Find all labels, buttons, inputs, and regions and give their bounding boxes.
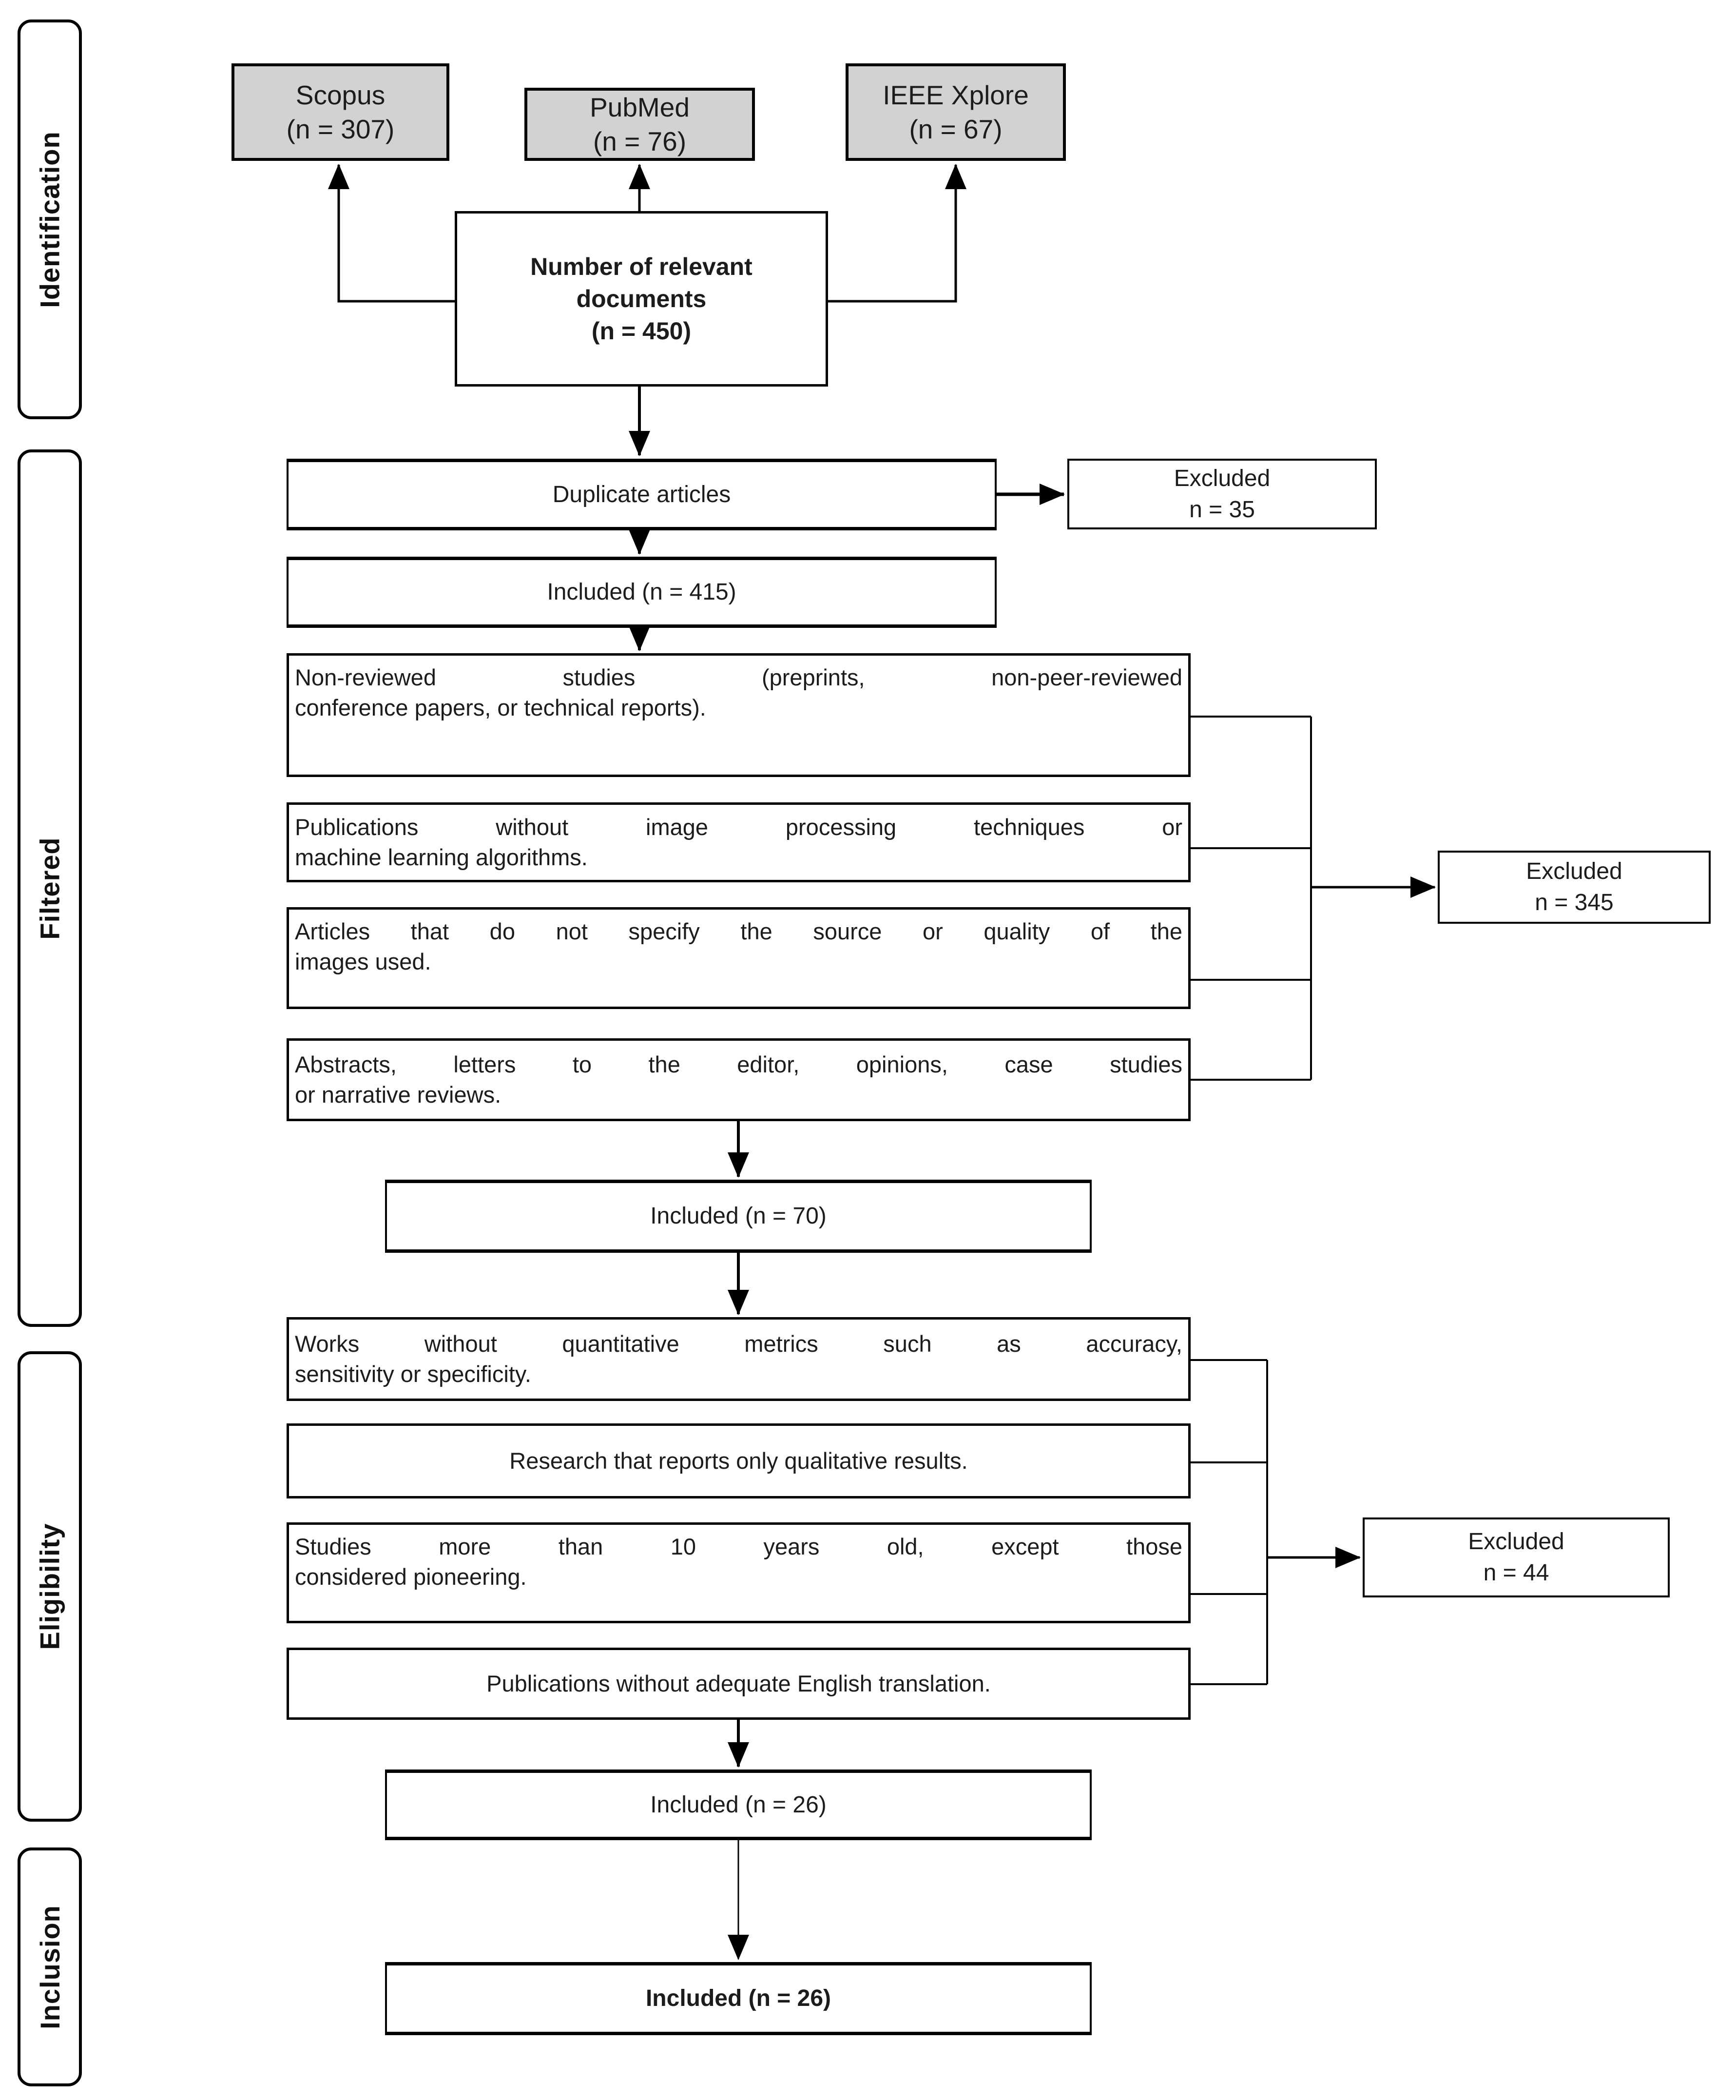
criteria-qualitative-line1: Research that reports only qualitative r… [509, 1448, 968, 1474]
relevant-docs-line1: Number of relevant [530, 253, 752, 280]
excluded-box-duplicates-title: Excluded [1174, 465, 1271, 491]
criteria-metrics-line2: sensitivity or specificity. [295, 1361, 531, 1387]
criteria-box-works-without-metrics: Works without quantitative metrics such … [287, 1317, 1191, 1401]
criteria-old-studies-line1: Studies more than 10 years old, except t… [295, 1534, 1182, 1559]
flow-box-included-415: Included (n = 415) [287, 557, 997, 628]
flow-box-included-26-label: Included (n = 26) [650, 1791, 827, 1818]
criteria-abstracts-line1: Abstracts, letters to the editor, opinio… [295, 1051, 1182, 1077]
stage-filtered-label: Filtered [34, 836, 65, 940]
criteria-abstracts-line2: or narrative reviews. [295, 1082, 502, 1108]
criteria-box-abstracts-letters: Abstracts, letters to the editor, opinio… [287, 1038, 1191, 1121]
criteria-image-processing-line2: machine learning algorithms. [295, 844, 588, 870]
arrow-docs-to-ieee [828, 164, 966, 303]
source-box-pubmed-count: (n = 76) [593, 126, 687, 156]
source-box-pubmed: PubMed (n = 76) [524, 88, 755, 161]
criteria-box-qualitative-only: Research that reports only qualitative r… [287, 1423, 1191, 1498]
flow-box-duplicate-articles-label: Duplicate articles [552, 481, 731, 507]
flow-box-number-of-relevant-documents: Number of relevant documents (n = 450) [455, 211, 828, 387]
flow-box-included-26: Included (n = 26) [385, 1769, 1092, 1840]
stage-eligibility: Eligibility [18, 1351, 82, 1822]
criteria-translation-line1: Publications without adequate English tr… [486, 1671, 991, 1696]
source-box-ieee-xplore-count: (n = 67) [909, 114, 1003, 144]
criteria-box-studies-older-10-years: Studies more than 10 years old, except t… [287, 1522, 1191, 1623]
criteria-box-publications-without-image-processing: Publications without image processing te… [287, 802, 1191, 882]
excluded-box-eligibility-count: n = 44 [1483, 1560, 1549, 1586]
flow-box-included-415-label: Included (n = 415) [547, 579, 736, 605]
stage-filtered: Filtered [18, 449, 82, 1327]
criteria-non-reviewed-line2: conference papers, or technical reports)… [295, 695, 706, 720]
criteria-old-studies-line2: considered pioneering. [295, 1564, 527, 1590]
excluded-box-filtered-title: Excluded [1526, 858, 1622, 884]
source-box-pubmed-name: PubMed [590, 92, 690, 122]
criteria-image-processing-line1: Publications without image processing te… [295, 814, 1182, 840]
arrow-docs-to-scopus [328, 164, 455, 303]
excluded-box-filtered: Excluded n = 345 [1438, 851, 1711, 924]
excluded-box-duplicates-count: n = 35 [1189, 496, 1255, 523]
source-box-scopus-name: Scopus [295, 80, 386, 110]
flow-box-duplicate-articles: Duplicate articles [287, 459, 997, 530]
relevant-docs-line2: documents [576, 285, 707, 312]
source-box-scopus-count: (n = 307) [286, 114, 395, 144]
criteria-box-no-english-translation: Publications without adequate English tr… [287, 1648, 1191, 1720]
stage-identification-label: Identification [34, 131, 65, 308]
excluded-box-filtered-count: n = 345 [1535, 890, 1614, 915]
source-box-ieee-xplore-name: IEEE Xplore [883, 80, 1029, 110]
criteria-box-non-reviewed-studies: Non-reviewed studies (preprints, non-pee… [287, 653, 1191, 777]
criteria-source-quality-line1: Articles that do not specify the source … [295, 918, 1182, 944]
flow-box-included-70: Included (n = 70) [385, 1180, 1092, 1253]
relevant-docs-line3: (n = 450) [591, 317, 692, 345]
stage-inclusion-label: Inclusion [34, 1905, 65, 2029]
criteria-metrics-line1: Works without quantitative metrics such … [295, 1331, 1182, 1357]
excluded-box-eligibility-title: Excluded [1468, 1529, 1564, 1555]
criteria-non-reviewed-line1: Non-reviewed studies (preprints, non-pee… [295, 664, 1182, 690]
criteria-box-articles-source-quality: Articles that do not specify the source … [287, 907, 1191, 1009]
stage-inclusion: Inclusion [18, 1847, 82, 2086]
source-box-ieee-xplore: IEEE Xplore (n = 67) [846, 63, 1066, 161]
criteria-source-quality-line2: images used. [295, 949, 431, 974]
source-box-scopus: Scopus (n = 307) [231, 63, 449, 161]
excluded-box-eligibility: Excluded n = 44 [1363, 1517, 1670, 1597]
flow-box-included-70-label: Included (n = 70) [650, 1203, 827, 1229]
excluded-box-duplicates: Excluded n = 35 [1067, 459, 1377, 529]
flow-box-included-26-final-label: Included (n = 26) [645, 1985, 831, 2011]
stage-eligibility-label: Eligibility [34, 1523, 65, 1650]
stage-identification: Identification [18, 19, 82, 419]
flow-box-included-26-final: Included (n = 26) [385, 1962, 1092, 2035]
